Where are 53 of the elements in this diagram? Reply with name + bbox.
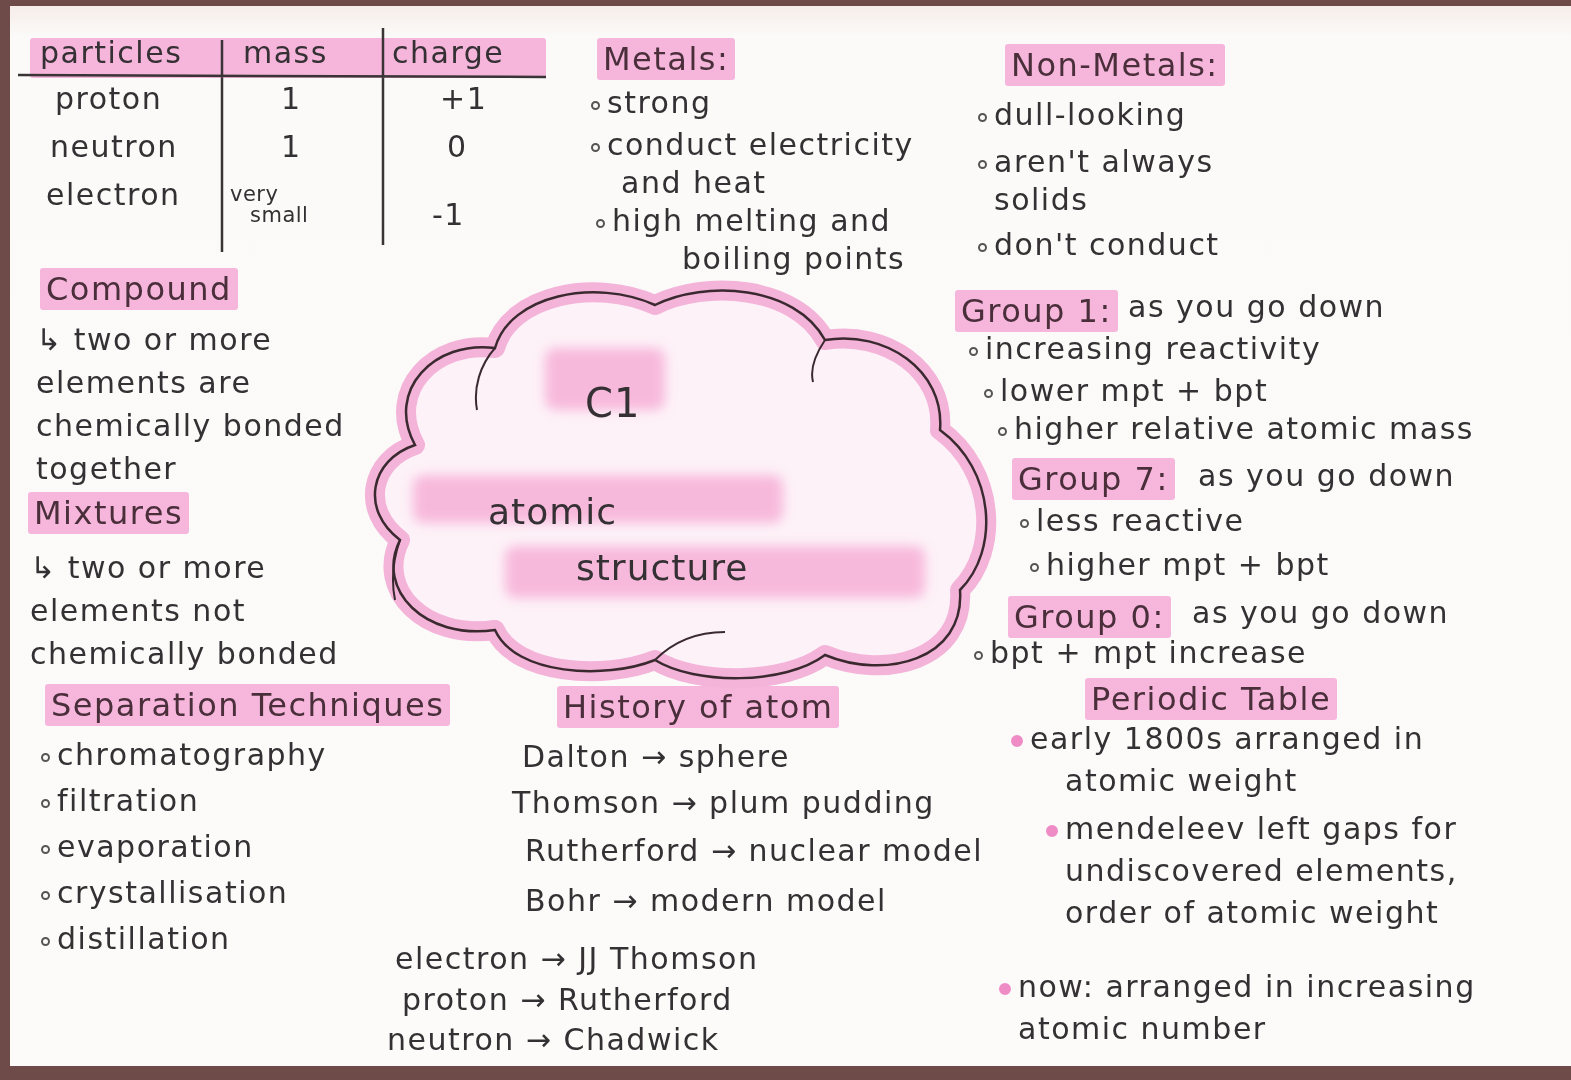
note-text: ↳ two or more elements are chemically bonded together xyxy=(36,321,346,488)
note-text: as you go down xyxy=(1128,288,1386,326)
note-text: crystallisation xyxy=(57,874,289,912)
note-text: chromatography xyxy=(57,736,327,774)
section-heading: History of atom xyxy=(557,686,840,728)
table-value: very small xyxy=(230,184,310,226)
section-heading: Mixtures xyxy=(28,492,190,534)
note-text: Rutherford → nuclear model xyxy=(525,832,984,870)
note-text: higher relative atomic mass xyxy=(1014,410,1474,448)
topic-code: C1 xyxy=(585,380,641,426)
table-value: 1 xyxy=(281,128,302,166)
table-value: 0 xyxy=(447,128,468,166)
row-label: proton xyxy=(55,80,163,118)
column-header: charge xyxy=(392,34,505,72)
section-heading: Non-Metals: xyxy=(1005,44,1225,86)
note-text: evaporation xyxy=(57,828,254,866)
note-text: proton → Rutherford xyxy=(402,981,733,1019)
table-value: 1 xyxy=(281,80,302,118)
row-label: neutron xyxy=(50,128,178,166)
row-label: electron xyxy=(46,176,181,214)
column-header: mass xyxy=(243,34,328,72)
note-text: ↳ two or more elements not chemically bonded xyxy=(30,549,340,673)
note-text: Bohr → modern model xyxy=(525,882,887,920)
note-text: as you go down xyxy=(1198,457,1456,495)
note-text: neutron → Chadwick xyxy=(387,1021,720,1059)
section-heading: Compound xyxy=(40,268,238,310)
note-text: mendeleev left gaps for undiscovered elements, order of atomic weight xyxy=(1065,810,1459,932)
note-text: lower mpt + bpt xyxy=(1000,372,1269,410)
section-heading: Metals: xyxy=(597,38,736,80)
note-text: less reactive xyxy=(1036,502,1245,540)
note-text: bpt + mpt increase xyxy=(990,635,1308,672)
section-heading: Group 7: xyxy=(1012,458,1175,500)
note-text: filtration xyxy=(57,782,200,820)
note-text: distillation xyxy=(57,920,231,958)
note-text: don't conduct xyxy=(994,226,1220,264)
section-heading: Group 1: xyxy=(955,290,1118,332)
note-text: increasing reactivity xyxy=(985,330,1322,368)
table-value: -1 xyxy=(432,196,465,234)
note-text: higher mpt + bpt xyxy=(1046,546,1330,584)
table-value: +1 xyxy=(440,80,488,118)
note-text: strong xyxy=(607,84,712,122)
note-text: Dalton → sphere xyxy=(522,738,790,776)
topic-title: atomic structure xyxy=(488,490,750,590)
section-heading: Group 0: xyxy=(1008,596,1171,638)
section-heading: Periodic Table xyxy=(1085,678,1338,720)
note-text: as you go down xyxy=(1192,594,1450,632)
note-text: high melting and boiling points xyxy=(612,202,907,278)
note-text: Thomson → plum pudding xyxy=(512,784,935,822)
note-text: electron → JJ Thomson xyxy=(395,940,759,978)
note-text: now: arranged in increasing atomic number xyxy=(1018,968,1477,1048)
note-text: dull-looking xyxy=(994,96,1187,134)
column-header: particles xyxy=(40,34,183,72)
section-heading: Separation Techniques xyxy=(45,684,451,726)
